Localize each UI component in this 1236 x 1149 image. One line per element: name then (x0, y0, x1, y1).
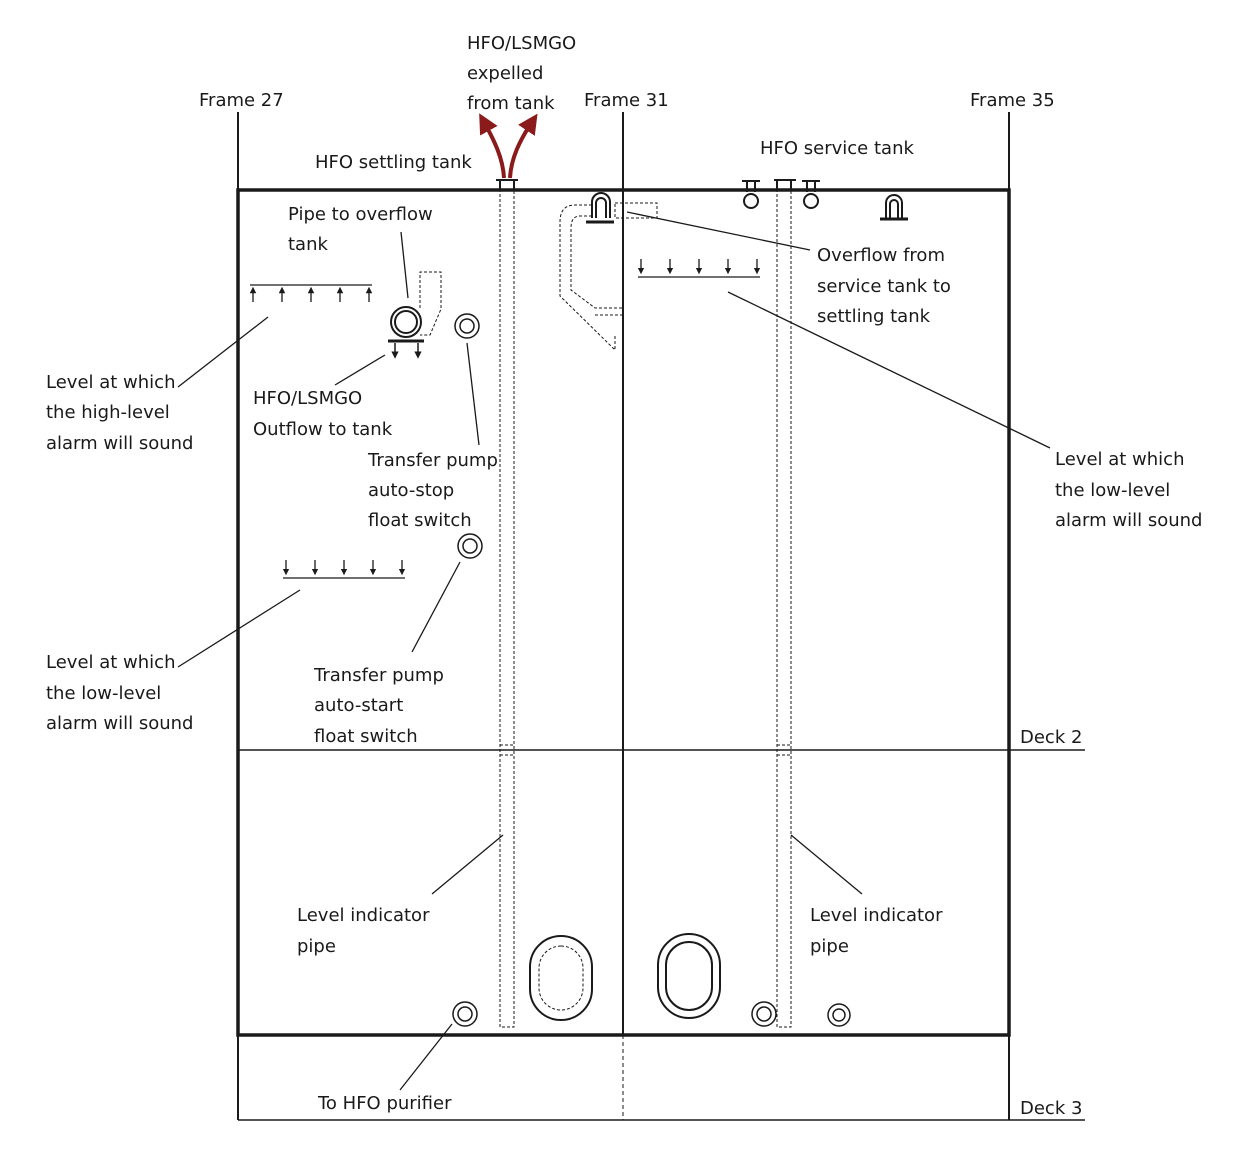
expelled-arrows (479, 113, 538, 179)
svg-text:alarm will sound: alarm will sound (1055, 510, 1202, 531)
deck-3-label: Deck 3 (1020, 1098, 1082, 1119)
svg-text:alarm will sound: alarm will sound (46, 713, 193, 734)
pipe-to-overflow-fitting (388, 271, 442, 359)
low-level-marker-left (282, 560, 406, 579)
svg-text:auto-stop: auto-stop (368, 480, 454, 501)
level-pipe-left-label: Level indicator pipe (297, 905, 430, 957)
level-pipe-right-label: Level indicator pipe (810, 905, 943, 957)
frame-35-label: Frame 35 (970, 90, 1055, 111)
manhole-left (529, 935, 593, 1021)
auto-start-label: Transfer pump auto-start float switch (313, 665, 444, 747)
svg-text:Transfer pump: Transfer pump (367, 450, 498, 471)
svg-text:HFO/LSMGO: HFO/LSMGO (467, 33, 576, 54)
frame-31-label: Frame 31 (584, 90, 669, 111)
svg-text:float switch: float switch (314, 726, 418, 747)
svg-text:Pipe to overflow: Pipe to overflow (288, 204, 433, 225)
svg-text:Level at which: Level at which (46, 652, 175, 673)
svg-text:the high-level: the high-level (46, 402, 170, 423)
svg-text:Outflow to tank: Outflow to tank (253, 419, 393, 440)
svg-text:expelled: expelled (467, 63, 543, 84)
svg-text:settling tank: settling tank (817, 306, 931, 327)
leader-lines (177, 211, 1051, 1091)
purifier-outlet (452, 1001, 478, 1027)
purifier-label: To HFO purifier (317, 1093, 452, 1114)
auto-stop-float-switch (454, 313, 480, 339)
auto-stop-label: Transfer pump auto-stop float switch (367, 450, 498, 531)
overflow-dashed-path (559, 202, 658, 352)
high-level-alarm-label: Level at which the high-level alarm will… (46, 372, 193, 454)
low-level-alarm-left-label: Level at which the low-level alarm will … (46, 652, 193, 734)
tank-outline (236, 188, 1011, 1037)
outflow-label: HFO/LSMGO Outflow to tank (253, 388, 393, 440)
svg-text:the low-level: the low-level (46, 683, 161, 704)
svg-text:alarm will sound: alarm will sound (46, 433, 193, 454)
svg-text:float switch: float switch (368, 510, 472, 531)
auto-start-float-switch (457, 533, 483, 559)
high-level-marker-left (249, 284, 373, 302)
frame-labels: Frame 27 Frame 31 Frame 35 (199, 90, 1055, 111)
low-level-alarm-right-label: Level at which the low-level alarm will … (1055, 449, 1202, 531)
manhole-right (657, 933, 721, 1019)
svg-text:Level at which: Level at which (1055, 449, 1184, 470)
svg-text:Transfer pump: Transfer pump (313, 665, 444, 686)
svg-text:auto-start: auto-start (314, 695, 403, 716)
svg-text:Level indicator: Level indicator (297, 905, 430, 926)
settling-tank-label: HFO settling tank (315, 152, 472, 173)
pipe-to-overflow-label: Pipe to overflow tank (288, 204, 433, 255)
service-bottom-outlets (751, 1001, 851, 1027)
svg-text:pipe: pipe (810, 936, 849, 957)
overflow-pipe (586, 192, 614, 224)
svg-text:Level indicator: Level indicator (810, 905, 943, 926)
service-top-fittings (742, 179, 908, 221)
svg-text:Overflow from: Overflow from (817, 245, 945, 266)
svg-text:service tank to: service tank to (817, 276, 951, 297)
expelled-label: HFO/LSMGO expelled from tank (467, 33, 576, 114)
overflow-from-service-label: Overflow from service tank to settling t… (817, 245, 951, 327)
svg-text:the low-level: the low-level (1055, 480, 1170, 501)
deck-2-label: Deck 2 (1020, 727, 1082, 748)
settling-pipe-cap (496, 179, 518, 190)
svg-text:Level at which: Level at which (46, 372, 175, 393)
svg-text:pipe: pipe (297, 936, 336, 957)
frame-27-label: Frame 27 (199, 90, 284, 111)
svg-text:from tank: from tank (467, 93, 555, 114)
level-indicator-pipes (499, 189, 792, 1028)
svg-text:HFO/LSMGO: HFO/LSMGO (253, 388, 362, 409)
low-level-marker-right (637, 259, 761, 278)
service-tank-label: HFO service tank (760, 138, 914, 159)
svg-text:tank: tank (288, 234, 328, 255)
